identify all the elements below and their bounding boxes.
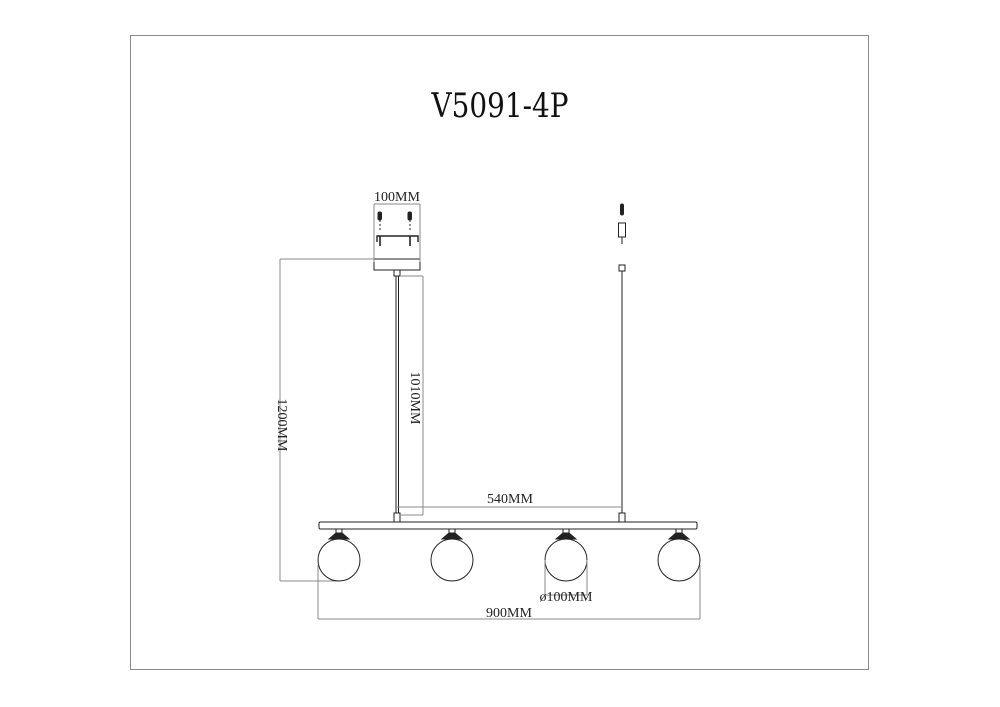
overall-height-label: 1200MM <box>274 399 289 452</box>
suspension-rod-right <box>618 203 626 523</box>
drawing-title: V5091-4P <box>431 86 569 126</box>
canopy <box>373 211 421 277</box>
globe-3 <box>544 528 588 582</box>
mounting-screw-icon <box>407 211 412 246</box>
drawing-frame <box>130 35 869 670</box>
rod-length-label: 1010MM <box>407 372 422 425</box>
suspension-rod-left <box>393 276 401 523</box>
globe-diameter-dimension <box>544 560 588 596</box>
overall-width-dimension <box>317 565 701 620</box>
globe-4 <box>657 528 701 582</box>
overall-width-label: 900MM <box>486 606 532 621</box>
mounting-screw-icon <box>377 211 382 246</box>
fixture-bar <box>318 521 698 530</box>
rod-length-dimension <box>400 275 424 516</box>
rod-spacing-label: 540MM <box>487 492 533 507</box>
canopy-width-dimension <box>373 203 421 262</box>
overall-height-dimension <box>279 258 374 582</box>
globe-1 <box>317 528 361 582</box>
globe-2 <box>430 528 474 582</box>
globe-diameter-label: ø100MM <box>540 590 593 605</box>
canopy-width-label: 100MM <box>374 190 420 205</box>
